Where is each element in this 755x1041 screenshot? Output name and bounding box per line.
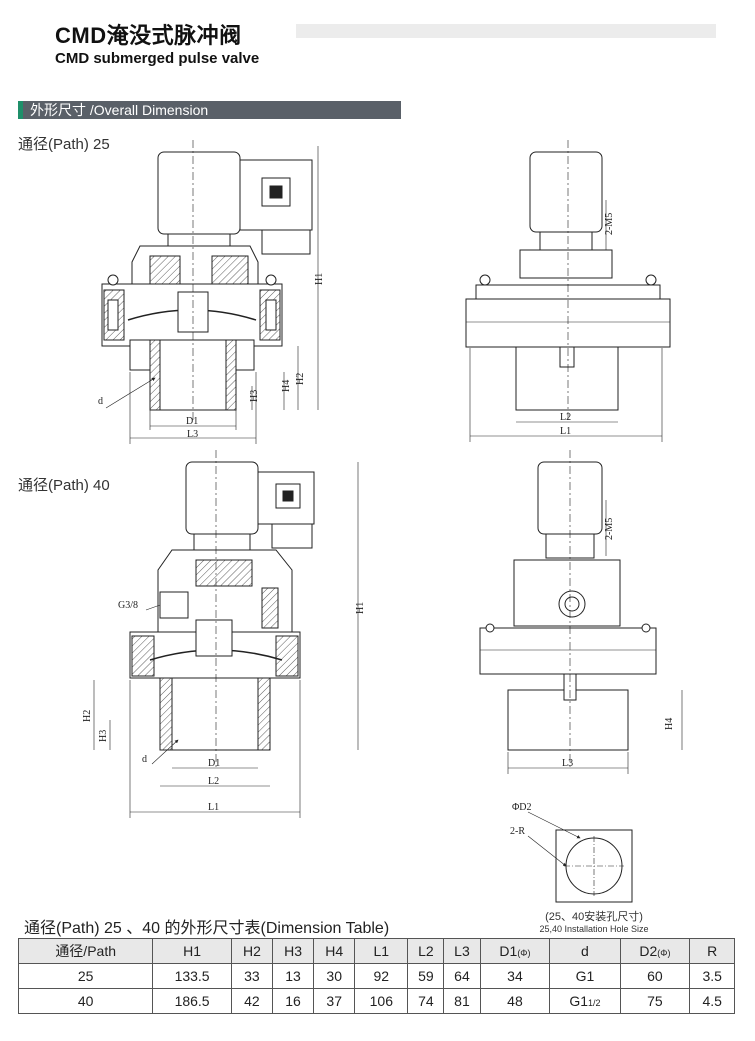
cell: 92	[354, 963, 409, 989]
col-path: 通径/Path	[17, 938, 154, 964]
cell: 106	[354, 988, 409, 1014]
p40-h3-label: H3	[98, 730, 109, 742]
table-header-row: 通径/Path H1 H2 H3 H4 L1 L2 L3 D1(Φ) d D2(…	[17, 938, 735, 964]
p25-front-view	[101, 140, 319, 444]
p25-h4-label: H4	[281, 380, 292, 392]
col-l1: L1	[354, 938, 409, 964]
hole-r-label: 2-R	[510, 826, 525, 837]
p40-l3-label: L3	[562, 758, 573, 769]
p25-h1-label: H1	[314, 273, 325, 285]
p40-h2-label: H2	[82, 710, 93, 722]
col-d1: D1(Φ)	[479, 938, 551, 964]
table-title: 通径(Path) 25 、40 的外形尺寸表(Dimension Table)	[24, 920, 390, 937]
cell: 40	[17, 988, 154, 1014]
p40-side-view	[479, 450, 683, 774]
path25-label: 通径(Path) 25	[18, 136, 110, 153]
cell: 4.5	[689, 988, 735, 1014]
section-title: 外形尺寸 /Overall Dimension	[30, 102, 209, 118]
dimension-table: 通径/Path H1 H2 H3 H4 L1 L2 L3 D1(Φ) d D2(…	[17, 938, 735, 1014]
p40-h1-label: H1	[355, 602, 366, 614]
p40-front-view	[93, 450, 359, 818]
p40-h4-label: H4	[664, 718, 675, 730]
cell: 48	[479, 988, 551, 1014]
p40-l1-label: L1	[208, 802, 219, 813]
cell: 13	[271, 963, 315, 989]
p40-d-label: d	[142, 754, 147, 765]
p25-m5-label: 2-M5	[604, 213, 615, 235]
col-r: R	[689, 938, 735, 964]
hole-note-cn: (25、40安装孔尺寸)	[545, 911, 643, 923]
col-h3: H3	[271, 938, 315, 964]
cell: 75	[619, 988, 691, 1014]
cell: 186.5	[152, 988, 232, 1014]
cell: G1	[549, 963, 621, 989]
hole-d2-label: ΦD2	[512, 802, 532, 813]
cell: 60	[619, 963, 691, 989]
cell: 133.5	[152, 963, 232, 989]
cell: 81	[443, 988, 481, 1014]
col-l2: L2	[407, 938, 445, 964]
technical-drawings: H1 H2 H4 H3 d D1 L3 2-M5 L2 L1	[82, 140, 683, 903]
section-accent	[18, 101, 23, 119]
installation-hole-view	[527, 811, 633, 903]
section-bar	[18, 101, 401, 119]
p40-m5-label: 2-M5	[604, 518, 615, 540]
p25-l3-label: L3	[187, 429, 198, 440]
p40-d1-label: D1	[208, 758, 220, 769]
col-d: d	[549, 938, 621, 964]
table-row: 25 133.5 33 13 30 92 59 64 34 G1 60 3.5	[17, 963, 735, 989]
page-title: CMD淹没式脉冲阀	[55, 23, 242, 48]
cell: 30	[313, 963, 356, 989]
p25-side-view	[465, 140, 671, 442]
title-divider	[296, 24, 716, 38]
cell: 37	[313, 988, 356, 1014]
table-row: 40 186.5 42 16 37 106 74 81 48 G11/2 75 …	[17, 988, 735, 1014]
cell: 33	[230, 963, 273, 989]
cell: 34	[479, 963, 551, 989]
col-h4: H4	[313, 938, 356, 964]
cell: 3.5	[689, 963, 735, 989]
cell: G11/2	[549, 988, 621, 1014]
cell: 16	[271, 988, 315, 1014]
p25-l2-label: L2	[560, 412, 571, 423]
hole-note-en: 25,40 Installation Hole Size	[539, 924, 649, 934]
cell: 74	[407, 988, 445, 1014]
col-h2: H2	[230, 938, 273, 964]
p25-h3-label: H3	[249, 390, 260, 402]
page-subtitle: CMD submerged pulse valve	[55, 50, 260, 67]
cell: 64	[443, 963, 481, 989]
cell: 59	[407, 963, 445, 989]
cell: 25	[17, 963, 154, 989]
cell: 42	[230, 988, 273, 1014]
col-h1: H1	[152, 938, 232, 964]
p25-d-label: d	[98, 396, 103, 407]
p25-d1-label: D1	[186, 416, 198, 427]
path40-label: 通径(Path) 40	[18, 477, 110, 494]
p40-g38-label: G3/8	[118, 600, 138, 611]
p40-l2-label: L2	[208, 776, 219, 787]
p25-l1-label: L1	[560, 426, 571, 437]
col-d2: D2(Φ)	[619, 938, 691, 964]
col-l3: L3	[443, 938, 481, 964]
p25-h2-label: H2	[295, 373, 306, 385]
